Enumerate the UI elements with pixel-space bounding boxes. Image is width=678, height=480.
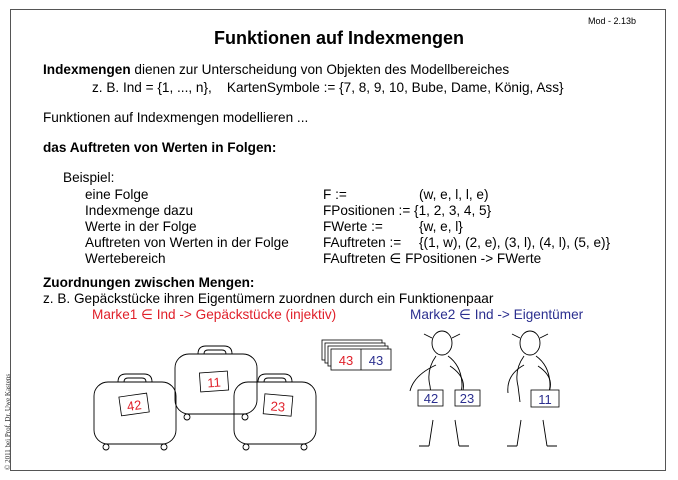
lead-text: Funktionen auf Indexmengen modellieren .… (43, 110, 309, 125)
suitcase-icon (93, 373, 177, 451)
suitcase-icon (233, 373, 317, 451)
section2-text: z. B. Gepäckstücke ihren Eigentümern zuo… (43, 291, 494, 306)
row-label: Auftreten von Werten in der Folge (85, 235, 289, 250)
intro-term: Indexmengen (43, 62, 131, 77)
intro-text: dienen zur Unterscheidung von Objekten d… (130, 62, 510, 77)
row-value: (w, e, l, l, e) (419, 187, 489, 202)
owner-tags: 42 23 (417, 389, 481, 407)
bag1-number: 42 (126, 397, 142, 414)
card-red-number: 43 (339, 353, 353, 368)
suitcase-tag: 23 (262, 393, 294, 417)
suitcase-tag: 42 (118, 392, 150, 417)
card-blue-number: 43 (369, 353, 383, 368)
row-name: FPositionen := {1, 2, 3, 4, 5} (323, 203, 492, 218)
row-label: eine Folge (85, 187, 149, 202)
man1-number-a: 42 (424, 391, 438, 406)
man1-number-b: 23 (460, 391, 474, 406)
row-name: FAuftreten := (323, 235, 402, 250)
page-title: Funktionen auf Indexmengen (213, 28, 464, 48)
suitcase-icon (174, 345, 258, 421)
marke1-label: Marke1 ∈ Ind -> Gepäckstücke (injektiv) (92, 307, 337, 322)
bag3-number: 23 (270, 398, 286, 414)
row-name: FAuftreten ∈ FPositionen -> FWerte (323, 251, 542, 266)
row-value: {w, e, l} (419, 219, 463, 234)
tag-card-stack (321, 339, 392, 371)
row-label: Werte in der Folge (85, 219, 197, 234)
beispiel-label: Beispiel: (63, 170, 115, 185)
intro-example: z. B. Ind = {1, ..., n}, KartenSymbole :… (92, 80, 564, 95)
man2-number: 11 (538, 392, 552, 407)
row-label: Indexmenge dazu (85, 203, 194, 218)
row-value: {(1, w), (2, e), (3, l), (4, l), (5, e)} (419, 235, 611, 250)
row-name: FWerte := (323, 219, 383, 234)
suitcase-tag: 11 (198, 370, 230, 393)
slide-frame (10, 9, 666, 471)
row-label: Wertebereich (85, 251, 166, 266)
row-name: F := (323, 187, 347, 202)
person-icon (409, 330, 469, 447)
bag2-number: 11 (207, 375, 222, 391)
owner-tag: 11 (530, 389, 560, 408)
section1-heading: das Auftreten von Werten in Folgen: (43, 140, 277, 155)
section2-heading: Zuordnungen zwischen Mengen: (43, 275, 255, 290)
page-number: Mod - 2.13b (588, 16, 637, 26)
intro-line: Indexmengen dienen zur Unterscheidung vo… (43, 62, 509, 78)
person-icon (507, 330, 557, 447)
marke2-label: Marke2 ∈ Ind -> Eigentümer (410, 307, 584, 322)
